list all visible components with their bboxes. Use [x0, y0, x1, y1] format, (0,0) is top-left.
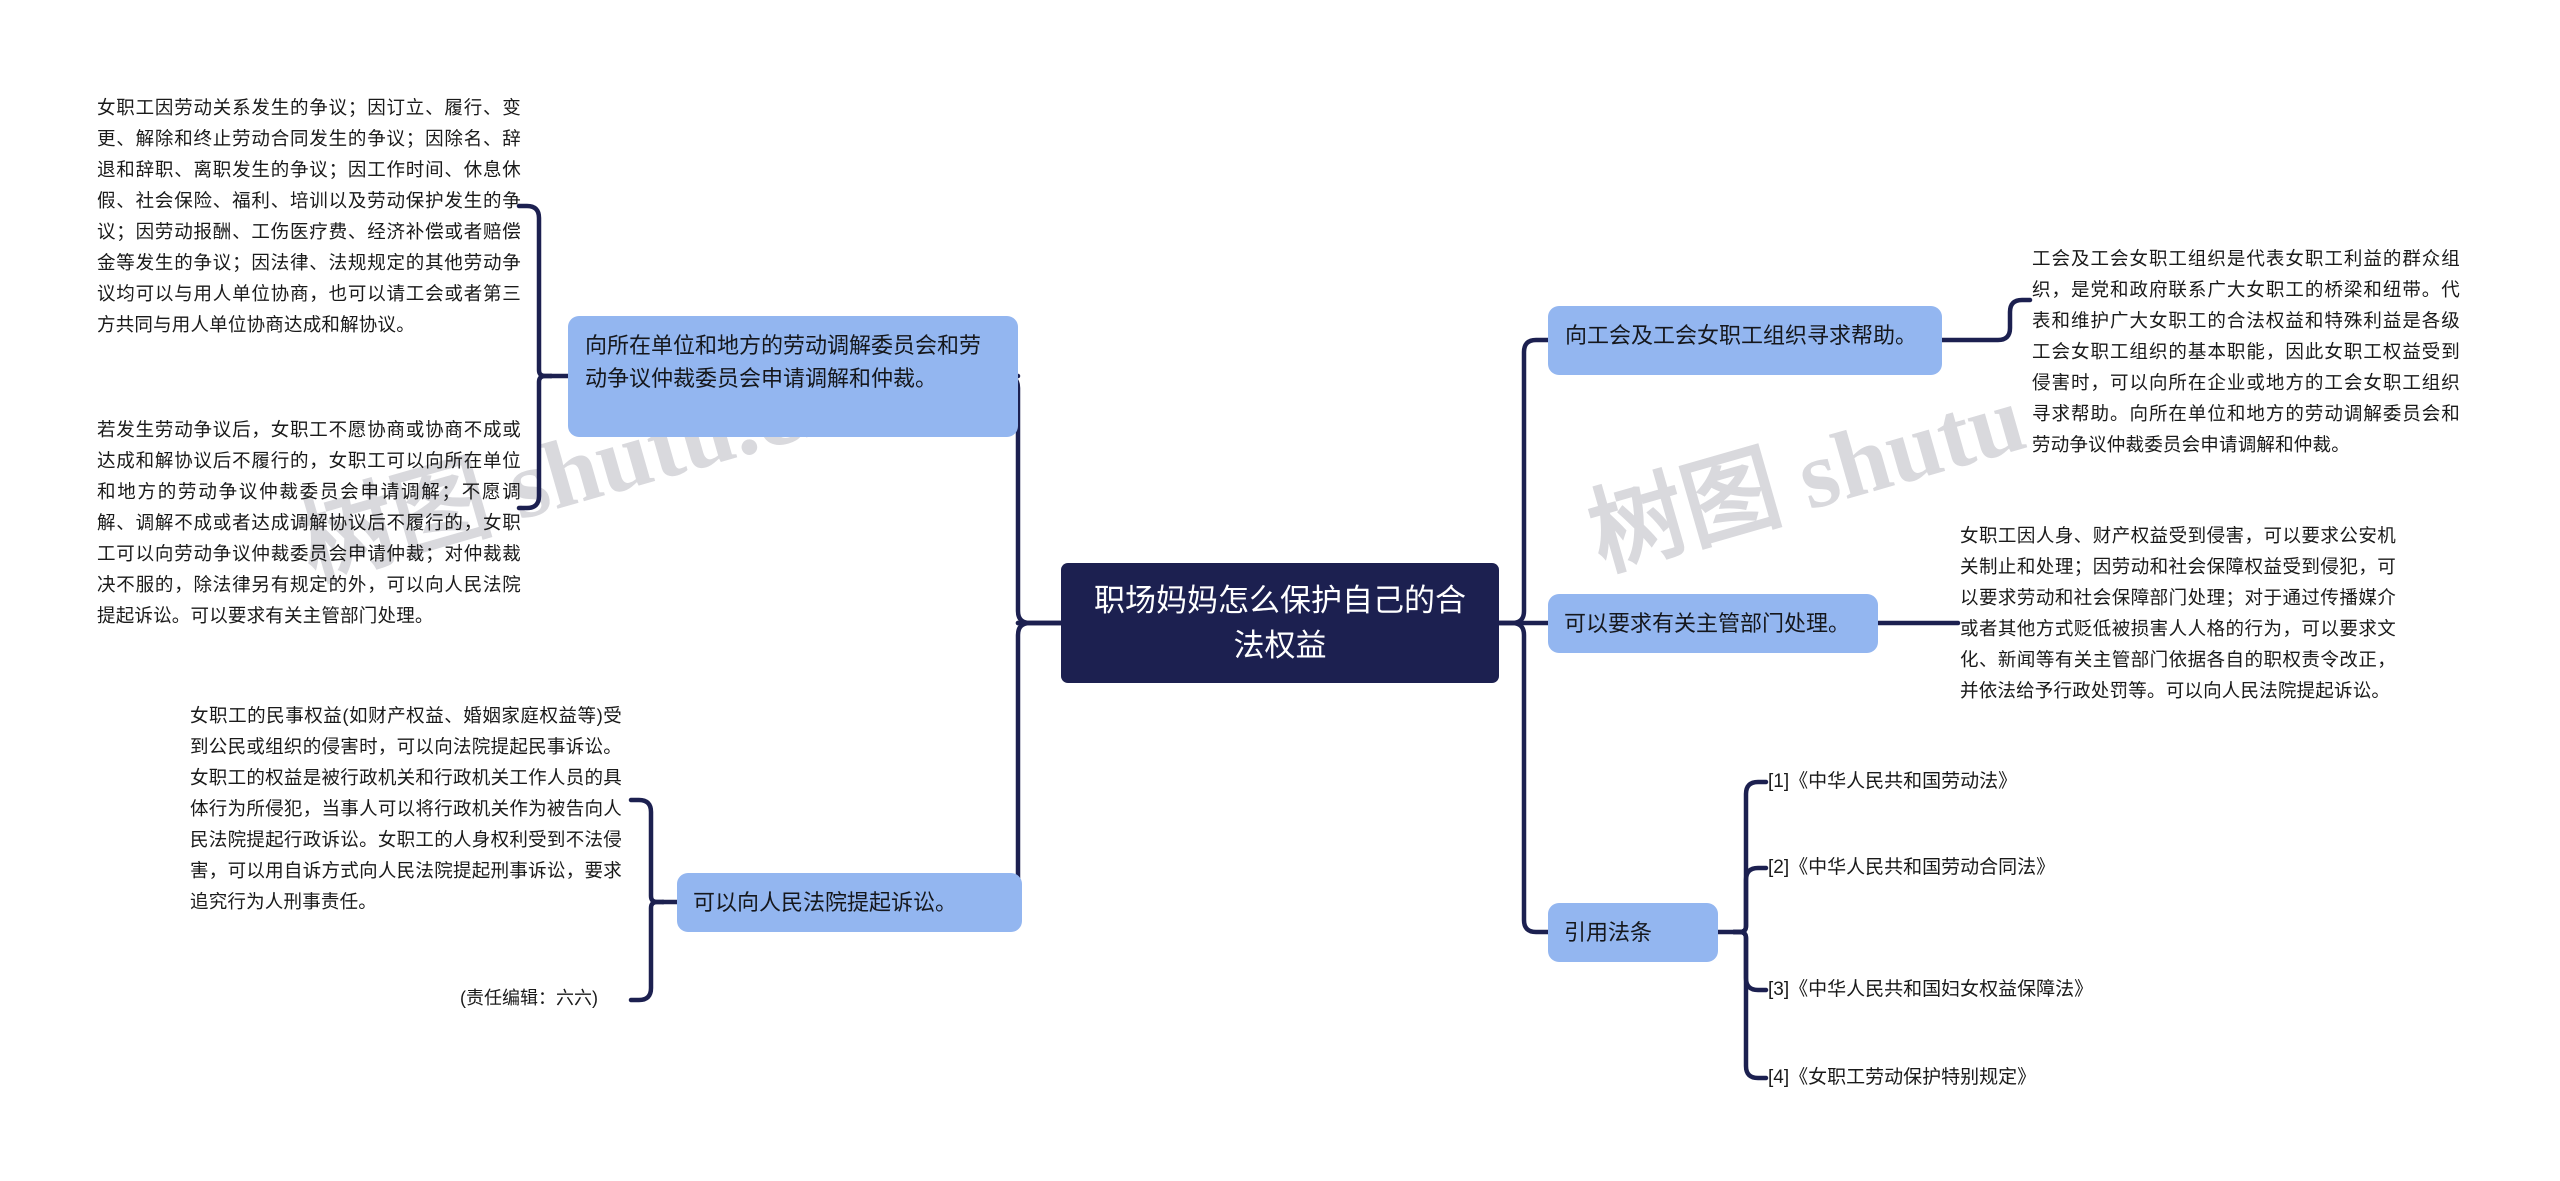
- law-item-2-text: [2]《中华人民共和国劳动合同法》: [1768, 857, 2056, 878]
- right-branch-1-detail-1: 工会及工会女职工组织是代表女职工利益的群众组织，是党和政府联系广大女职工的桥梁和…: [2032, 243, 2460, 460]
- edge-left-box1-det1: [516, 203, 554, 379]
- left-branch-2-detail-1: 女职工的民事权益(如财产权益、婚姻家庭权益等)受到公民或组织的侵害时，可以向法院…: [190, 700, 622, 917]
- edge-root-to-right-box1: [1496, 337, 1551, 626]
- right-branch-3-node[interactable]: 引用法条: [1548, 903, 1718, 962]
- edge-root-to-left-box2: [1003, 620, 1064, 905]
- edge-left-box1-det2: [516, 373, 554, 511]
- edge-law-1: [1731, 779, 1769, 935]
- law-item-4[interactable]: [4]《女职工劳动保护特别规定》: [1768, 1064, 2036, 1092]
- right-branch-2-detail-1: 女职工因人身、财产权益受到侵害，可以要求公安机关制止和处理；因劳动和社会保障权益…: [1960, 520, 2396, 706]
- left-branch-2-label: 可以向人民法院提起诉讼。: [693, 889, 958, 915]
- right-branch-2-node[interactable]: 可以要求有关主管部门处理。: [1548, 594, 1878, 653]
- left-branch-2-detail-1-text: 女职工的民事权益(如财产权益、婚姻家庭权益等)受到公民或组织的侵害时，可以向法院…: [190, 705, 622, 912]
- root-node[interactable]: 职场妈妈怎么保护自己的合法权益: [1061, 563, 1499, 683]
- left-branch-1-detail-1: 女职工因劳动关系发生的争议；因订立、履行、变更、解除和终止劳动合同发生的争议；因…: [97, 92, 521, 340]
- law-item-1-text: [1]《中华人民共和国劳动法》: [1768, 771, 2018, 792]
- edge-left-box2-credit: [628, 899, 666, 1003]
- left-branch-1-detail-2: 若发生劳动争议后，女职工不愿协商或协商不成或达成和解协议后不履行的，女职工可以向…: [97, 414, 521, 631]
- law-item-4-text: [4]《女职工劳动保护特别规定》: [1768, 1067, 2037, 1088]
- root-node-label: 职场妈妈怎么保护自己的合法权益: [1094, 583, 1466, 663]
- law-item-2[interactable]: [2]《中华人民共和国劳动合同法》: [1768, 854, 2055, 882]
- edge-root-to-right-box3: [1496, 620, 1551, 935]
- left-branch-1-detail-2-text: 若发生劳动争议后，女职工不愿协商或协商不成或达成和解协议后不履行的，女职工可以向…: [97, 419, 521, 626]
- left-branch-1-node[interactable]: 向所在单位和地方的劳动调解委员会和劳动争议仲裁委员会申请调解和仲裁。: [568, 316, 1018, 437]
- edge-left-box2-det1: [628, 797, 666, 905]
- right-branch-1-node[interactable]: 向工会及工会女职工组织寻求帮助。: [1548, 306, 1942, 375]
- left-branch-1-label: 向所在单位和地方的劳动调解委员会和劳动争议仲裁委员会申请调解和仲裁。: [585, 333, 982, 391]
- left-branch-2-node[interactable]: 可以向人民法院提起诉讼。: [677, 873, 1022, 932]
- law-item-1[interactable]: [1]《中华人民共和国劳动法》: [1768, 768, 2017, 796]
- right-branch-3-label: 引用法条: [1564, 919, 1653, 945]
- editor-credit: (责任编辑：六六): [460, 985, 598, 1011]
- right-branch-1-detail-1-text: 工会及工会女职工组织是代表女职工利益的群众组织，是党和政府联系广大女职工的桥梁和…: [2032, 248, 2460, 455]
- right-branch-2-detail-1-text: 女职工因人身、财产权益受到侵害，可以要求公安机关制止和处理；因劳动和社会保障权益…: [1960, 525, 2396, 701]
- left-branch-1-detail-1-text: 女职工因劳动关系发生的争议；因订立、履行、变更、解除和终止劳动合同发生的争议；因…: [97, 97, 521, 335]
- editor-credit-text: (责任编辑：六六): [460, 988, 598, 1008]
- law-item-3[interactable]: [3]《中华人民共和国妇女权益保障法》: [1768, 976, 2093, 1004]
- edge-law-3: [1731, 929, 1769, 993]
- law-item-3-text: [3]《中华人民共和国妇女权益保障法》: [1768, 979, 2094, 1000]
- right-branch-2-label: 可以要求有关主管部门处理。: [1564, 610, 1851, 636]
- right-branch-1-label: 向工会及工会女职工组织寻求帮助。: [1565, 323, 1918, 348]
- edge-law-4: [1731, 929, 1769, 1081]
- edge-right-box1-det1: [1939, 297, 2033, 343]
- edge-law-2: [1731, 865, 1769, 935]
